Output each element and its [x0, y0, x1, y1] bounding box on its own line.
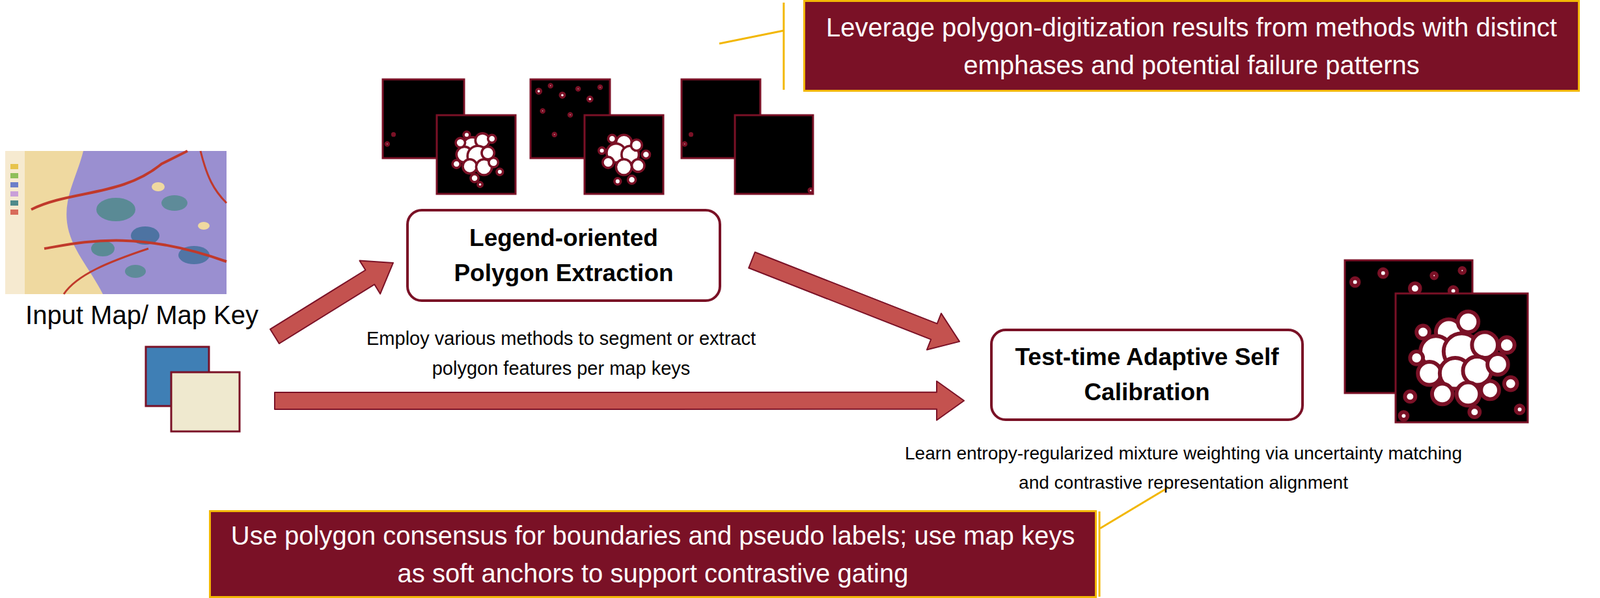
map-key-swatch [171, 372, 240, 432]
node-heading: Input Map/ Map Key [5, 299, 279, 331]
input-map [10, 173, 19, 179]
input-map [10, 200, 19, 206]
leader-line [719, 30, 784, 44]
input-map [161, 195, 188, 211]
leader-line [783, 2, 786, 90]
mask-image [734, 115, 814, 194]
mask-image [385, 133, 395, 146]
input-map [96, 197, 136, 222]
input-map [10, 182, 19, 188]
annotation-text: Employ various methods to segment or ext… [352, 323, 770, 385]
leader-line [1098, 511, 1101, 597]
mask-image [808, 188, 813, 193]
input-map [5, 151, 25, 295]
mask-image [452, 131, 503, 187]
input-map [63, 248, 149, 295]
process-box: Test-time Adaptive Self Calibration [990, 328, 1304, 422]
input-map [44, 240, 227, 263]
input-map [10, 191, 19, 197]
mask-image [1399, 311, 1524, 420]
node-text: Legend-oriented Polygon Extraction [423, 220, 705, 291]
input-map [197, 221, 210, 230]
input-map [200, 151, 227, 204]
input-map [10, 164, 19, 170]
input-map [151, 182, 165, 192]
mask-image [382, 79, 814, 194]
annotation-text: Learn entropy-regularized mixture weight… [890, 439, 1477, 498]
leader-line [1100, 487, 1169, 529]
input-map [31, 151, 188, 210]
block-arrow [274, 381, 965, 421]
input-map [91, 240, 115, 257]
input-map [5, 151, 227, 295]
mask-image [584, 115, 664, 194]
input-map [10, 209, 19, 215]
mask-image [598, 134, 651, 185]
mask-image [1395, 293, 1528, 423]
callout-box: Use polygon consensus for boundaries and… [208, 510, 1097, 598]
mask-image [436, 115, 516, 194]
node-text: Test-time Adaptive Self Calibration [1006, 339, 1287, 410]
input-map-node: Input Map/ Map Key [5, 151, 279, 435]
callout-text: Leverage polygon-digitization results fr… [816, 8, 1567, 84]
mask-image [1344, 260, 1528, 423]
callout-text: Use polygon consensus for boundaries and… [222, 516, 1084, 593]
input-map [124, 264, 146, 278]
callout-box: Leverage polygon-digitization results fr… [803, 0, 1580, 92]
mask-image [682, 133, 692, 146]
input-map [5, 151, 227, 295]
process-box: Legend-oriented Polygon Extraction [406, 208, 722, 303]
block-arrow [748, 252, 960, 351]
